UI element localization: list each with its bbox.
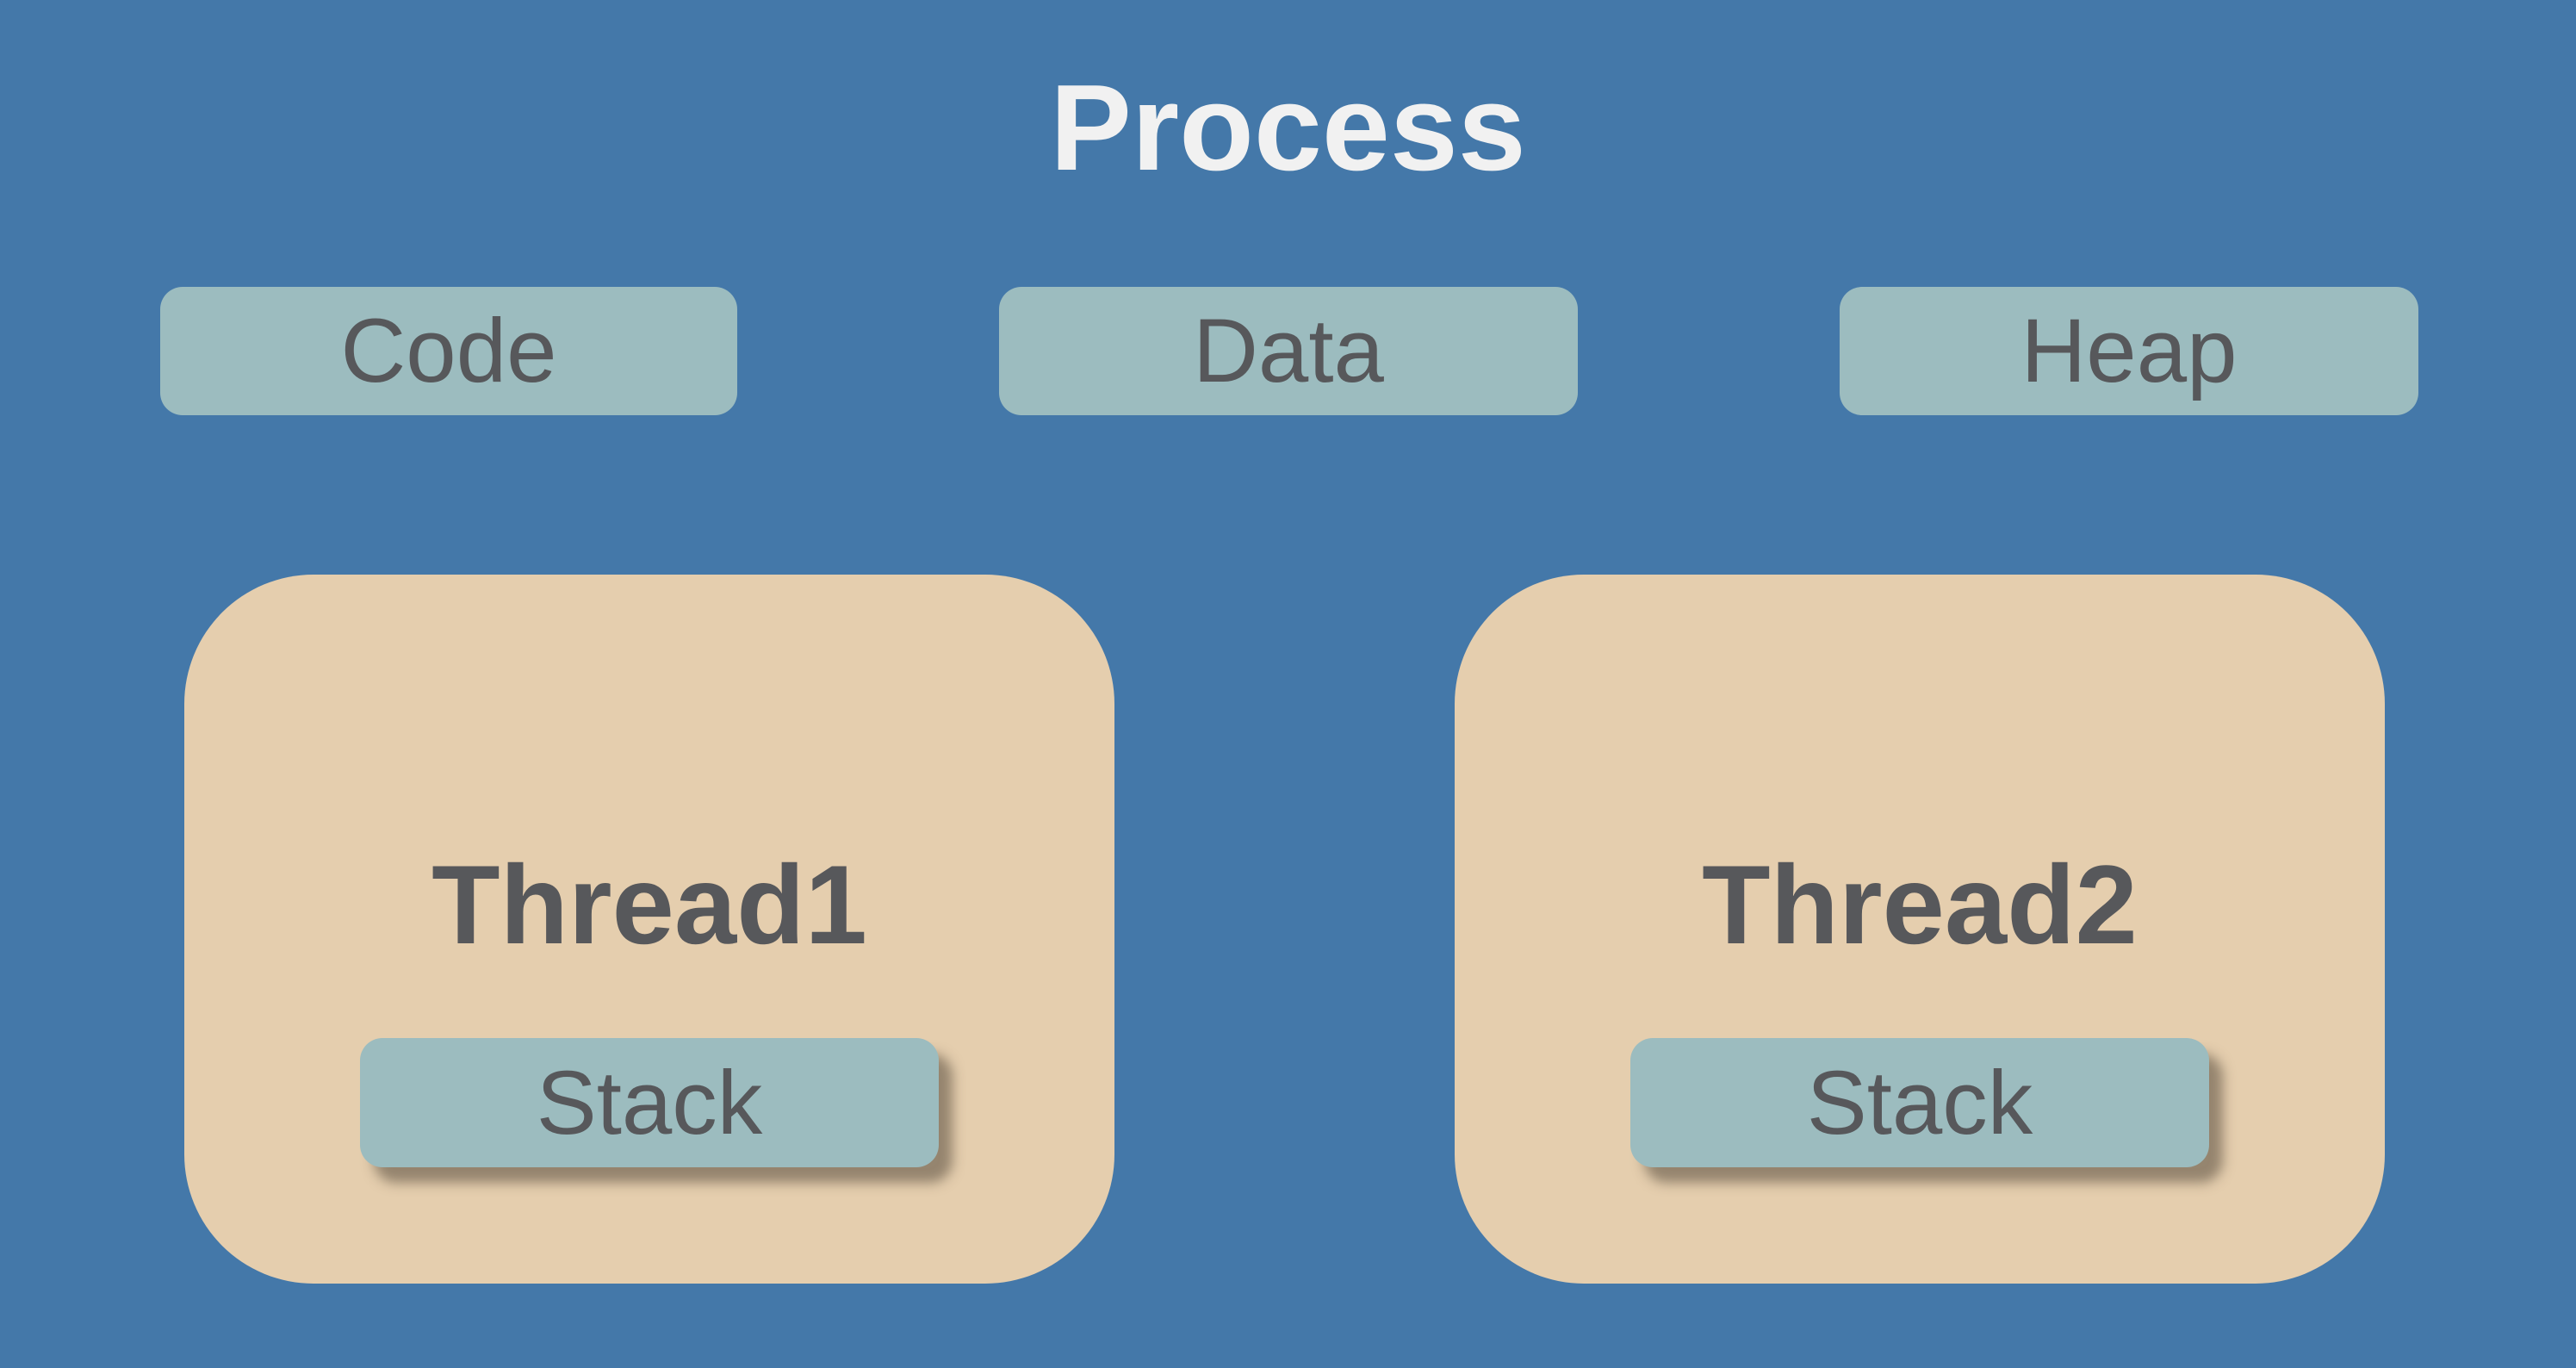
code-segment-label: Code — [340, 301, 557, 401]
thread1-stack-label: Stack — [536, 1052, 763, 1153]
thread2-label: Thread2 — [1702, 842, 2138, 967]
thread2-stack-box: Stack — [1630, 1038, 2209, 1167]
thread1-stack-box: Stack — [360, 1038, 939, 1167]
thread2-box: Thread2 Stack — [1455, 575, 2385, 1284]
process-title: Process — [1050, 59, 1526, 196]
thread2-stack-label: Stack — [1806, 1052, 2033, 1153]
data-segment-box: Data — [999, 287, 1578, 415]
thread1-label: Thread1 — [431, 842, 867, 967]
data-segment-label: Data — [1193, 301, 1384, 401]
heap-segment-label: Heap — [2020, 301, 2238, 401]
heap-segment-box: Heap — [1840, 287, 2418, 415]
code-segment-box: Code — [160, 287, 737, 415]
thread1-box: Thread1 Stack — [184, 575, 1114, 1284]
